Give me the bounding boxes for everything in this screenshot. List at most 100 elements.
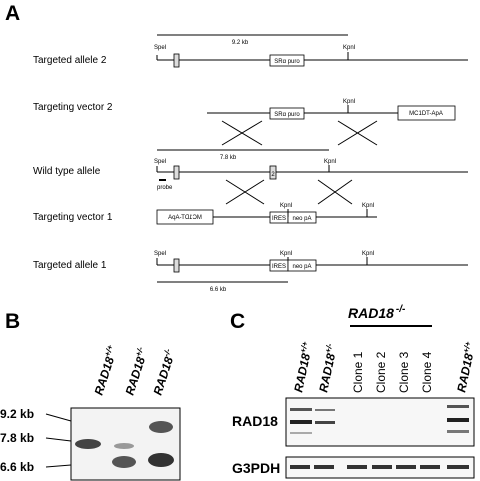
genotype-label: +/+ (103, 344, 115, 358)
band (290, 465, 310, 469)
cassette-label: SRα puro (274, 112, 300, 118)
g3pdh-bands (290, 465, 469, 469)
band (315, 409, 335, 411)
crossover-left-b (221, 120, 263, 146)
kpni-label-1: KpnI (280, 203, 293, 209)
crossover-right-b (317, 179, 353, 205)
group-genotype: -/- (396, 304, 406, 315)
lane-header-clone-1: Clone 1 (351, 351, 365, 393)
row-label-targeting-vector-2: Targeting vector 2 (33, 102, 113, 113)
mc1dt-apa-box (397, 105, 456, 121)
svg-text:RAD18+/+: RAD18+/+ (290, 340, 315, 393)
gene-label: RAD18 (92, 355, 118, 397)
row-label-targeted-allele-2: Targeted allele 2 (33, 55, 107, 66)
band (314, 465, 334, 469)
marker-tick (45, 413, 72, 422)
row-label-wild-type-allele: Wild type allele (33, 166, 101, 177)
genotype-label: +/+ (461, 340, 472, 354)
neo-pa-box (287, 259, 317, 272)
gene-label: RAD18 (454, 352, 476, 394)
group-header: RAD18-/- (348, 304, 406, 321)
group-gene: RAD18 (348, 305, 394, 321)
marker-tick (45, 437, 72, 442)
genotype-label: +/+ (298, 340, 309, 354)
kpni-label-1: KpnI (280, 251, 293, 257)
lane-header-het: RAD18+/- (122, 345, 151, 396)
gene-label: RAD18 (316, 352, 338, 394)
gene-label: RAD18 (151, 355, 177, 397)
band (290, 408, 312, 411)
cassette-label: SRα puro (274, 59, 300, 65)
neo-pa-label: neo pA (292, 216, 311, 222)
panel-b-letter: B (5, 310, 20, 333)
band (290, 420, 312, 424)
spei-label: SpeI (154, 251, 167, 257)
lane-header-c1: RAD18+/+ (290, 340, 315, 393)
sra-puro-cassette (269, 107, 305, 120)
kpni-label: KpnI (343, 99, 356, 105)
band (447, 418, 469, 422)
exon-1-box (173, 258, 180, 273)
svg-text:RAD18+/-: RAD18+/- (315, 342, 340, 393)
band (347, 465, 367, 469)
size-label-6-6kb: 6.6 kb (210, 287, 227, 293)
exon-2-label: 2 (271, 172, 275, 178)
spei-label: SpeI (154, 45, 167, 51)
kpni-label: KpnI (324, 159, 337, 165)
band (290, 432, 312, 434)
lane-header-clone-2: Clone 2 (374, 351, 388, 393)
sra-puro-cassette (269, 54, 305, 67)
band (396, 465, 416, 469)
blot-label-rad18: RAD18 (232, 413, 278, 429)
svg-text:RAD18-/-: RAD18-/- (150, 347, 179, 397)
kpni-label: KpnI (343, 45, 356, 51)
gene-label: RAD18 (291, 352, 313, 394)
band (315, 421, 335, 424)
neo-pa-box (287, 211, 317, 224)
band (420, 465, 440, 469)
kpni-label-2: KpnI (362, 203, 375, 209)
row-label-targeted-allele-1: Targeted allele 1 (33, 260, 107, 271)
western-blot-rad18 (285, 397, 475, 447)
gene-label: RAD18 (123, 355, 149, 397)
crossover-left-b (225, 179, 265, 205)
lane-header-c2: RAD18+/- (315, 342, 340, 393)
band (447, 465, 469, 469)
lane-header-ko: RAD18-/- (150, 347, 179, 397)
kpni-label-2: KpnI (362, 251, 375, 257)
rad18-bands (290, 405, 469, 434)
exon-1-box (173, 165, 180, 180)
band-het-6-6kb (112, 456, 136, 468)
panel-a-letter: A (5, 2, 20, 25)
spei-label: SpeI (154, 159, 167, 165)
lane-header-c7: RAD18+/+ (453, 340, 478, 393)
blot-label-g3pdh: G3PDH (232, 460, 280, 476)
size-label-7-8kb: 7.8 kb (220, 155, 237, 161)
svg-text:RAD18+/+: RAD18+/+ (91, 344, 121, 397)
exon-2-box (269, 165, 277, 180)
genotype-label: -/- (162, 347, 173, 357)
ires-label: IRES (272, 264, 286, 270)
row-label-targeting-vector-1: Targeting vector 1 (33, 212, 113, 223)
mc1dt-apa-label-reversed: MC1DT-ApA (168, 215, 202, 221)
genotype-label: +/- (323, 342, 334, 354)
band-ko-9-2kb (149, 421, 173, 433)
exon-1-box (173, 53, 180, 68)
lane-header-clone-3: Clone 3 (397, 351, 411, 393)
svg-text:RAD18+/+: RAD18+/+ (453, 340, 478, 393)
band (447, 405, 469, 408)
lane-header-clone-4: Clone 4 (420, 351, 434, 393)
svg-text:RAD18+/-: RAD18+/- (122, 345, 151, 396)
panel-c-letter: C (230, 310, 245, 333)
genotype-label: +/- (134, 345, 146, 357)
probe-label: probe (157, 185, 173, 191)
marker-9-2kb: 9.2 kb (0, 407, 34, 421)
mc1dt-apa-label: MC1DT-ApA (409, 111, 443, 117)
band-ko-6-6kb (148, 453, 174, 467)
band (447, 430, 469, 433)
crossover-right-b (337, 120, 378, 146)
band (372, 465, 392, 469)
marker-7-8kb: 7.8 kb (0, 431, 34, 445)
ires-label: IRES (272, 216, 286, 222)
